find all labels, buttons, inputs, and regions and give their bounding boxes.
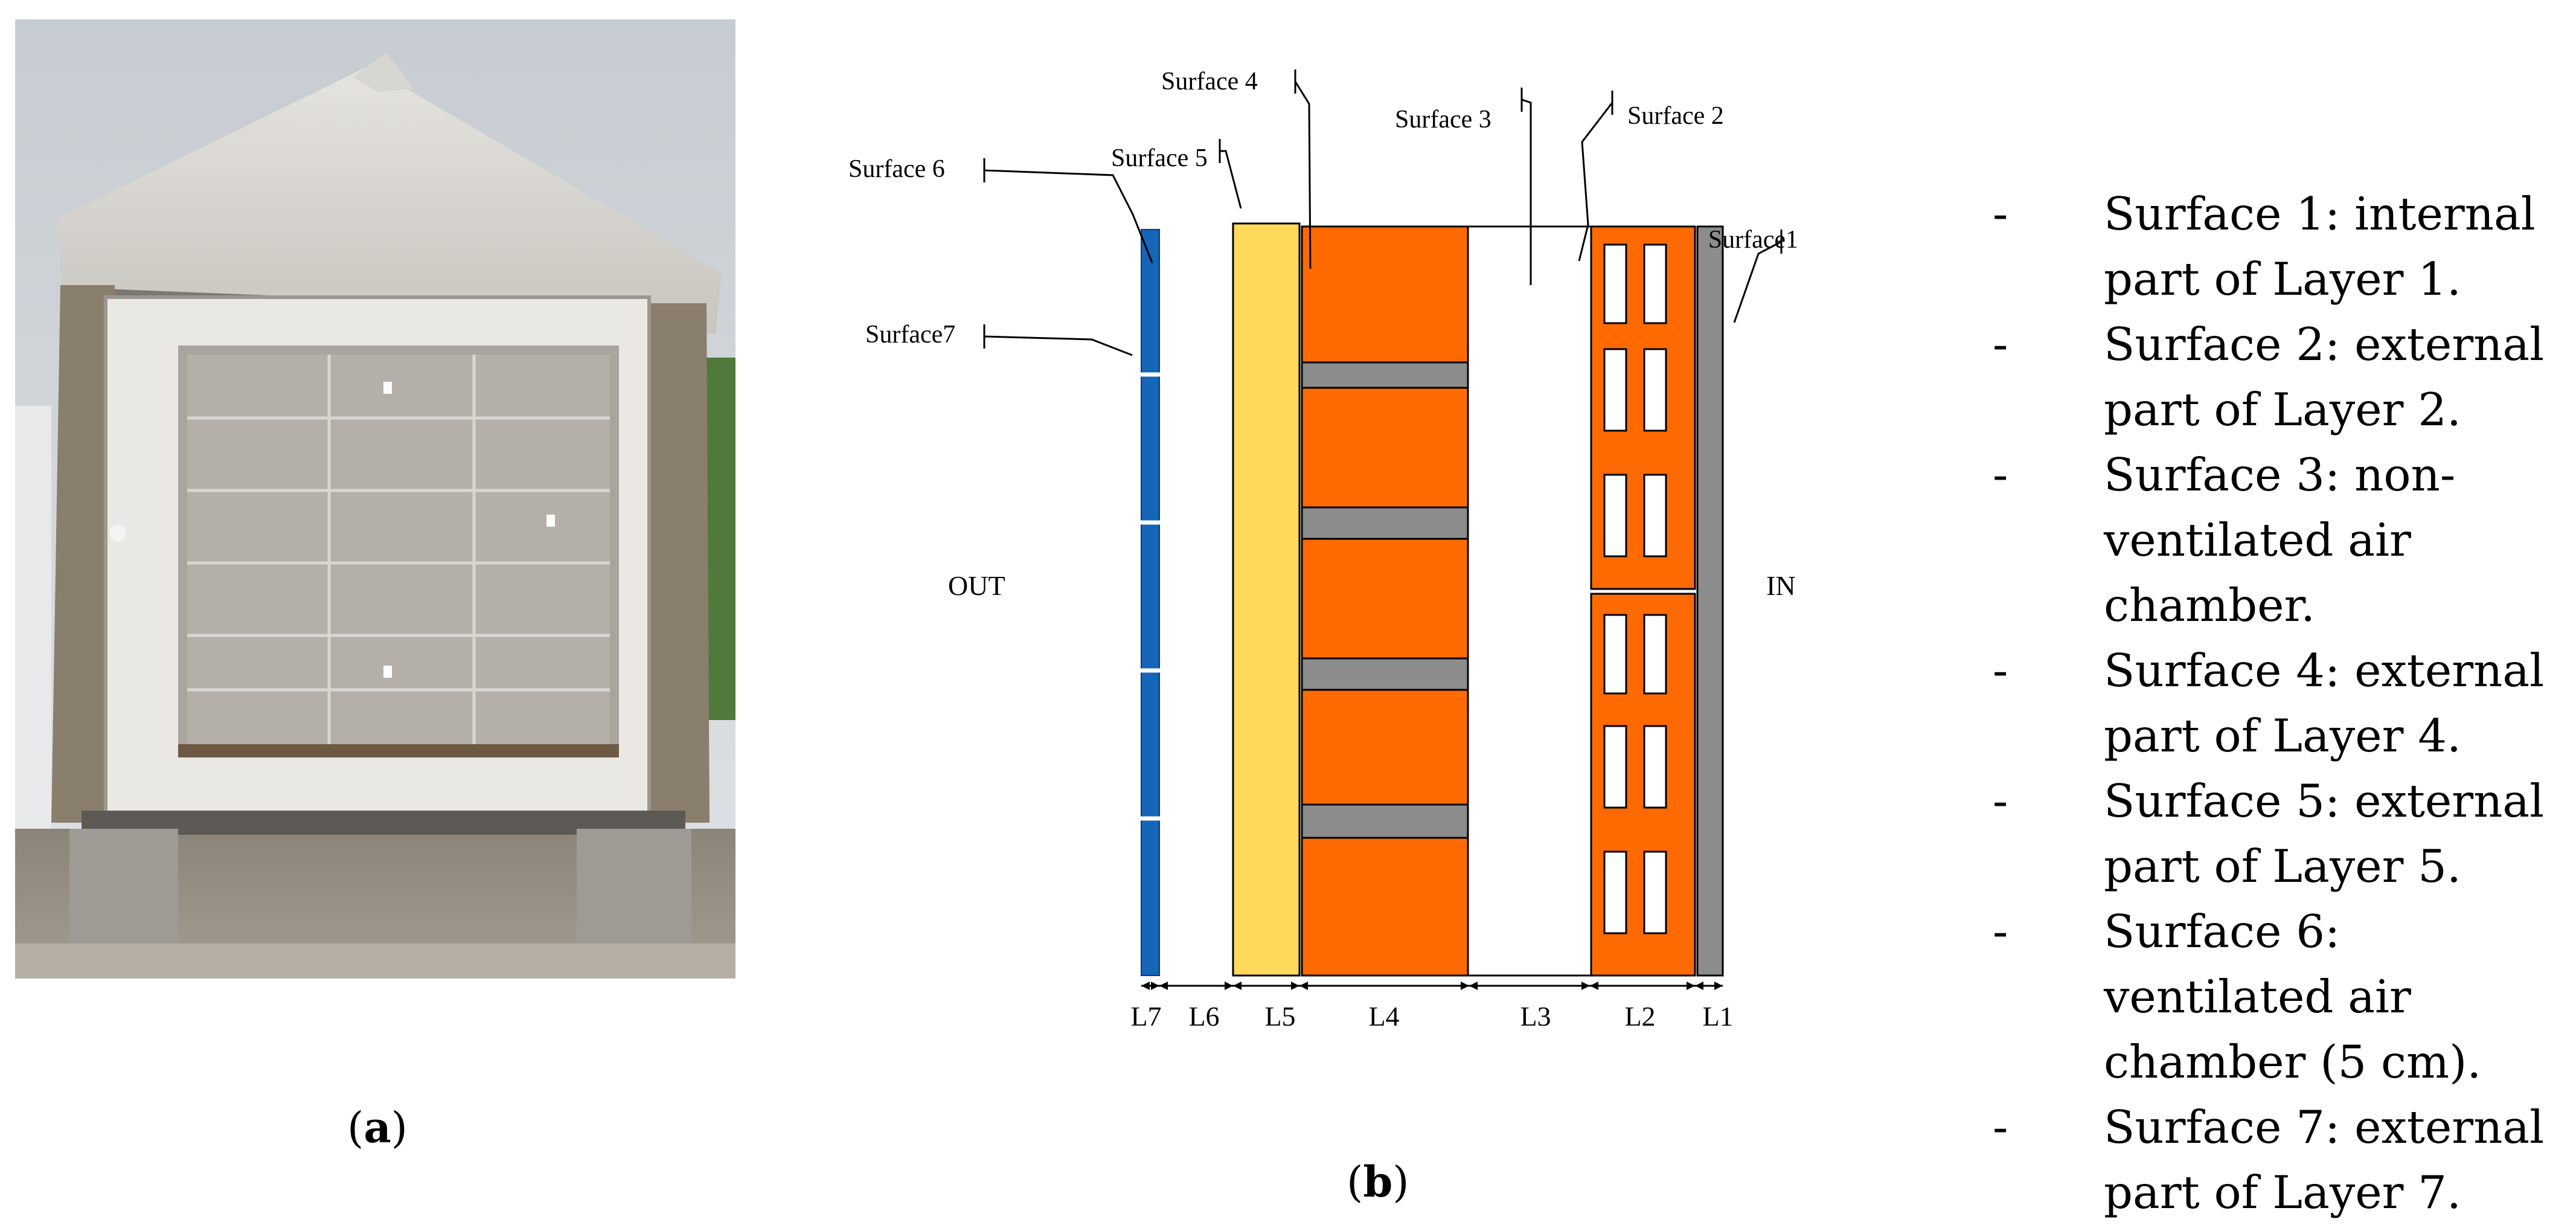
layer-4-mortar-joints	[1301, 361, 1469, 839]
legend-text: Surface 4: external part of Layer 4.	[2104, 644, 2545, 762]
layer-7-cladding	[1141, 229, 1160, 976]
legend-item: - Surface 4: external part of Layer 4.	[1993, 638, 2572, 768]
legend-text: Surface 3: non-ventilated air chamber.	[2104, 448, 2456, 632]
surface-7-label: Surface7	[865, 321, 955, 349]
legend-item: - Surface 2: external part of Layer 2.	[1993, 312, 2572, 442]
layer-label-l3: L3	[1520, 1001, 1551, 1032]
layer-label-l2: L2	[1624, 1001, 1655, 1032]
test-cell-photo	[15, 19, 735, 979]
layer-label-l7: L7	[1130, 1001, 1161, 1032]
surface-1-label: Surface1	[1708, 226, 1798, 254]
caption-b: (b)	[1347, 1157, 1409, 1207]
layer-1-plaster	[1696, 225, 1724, 977]
surface-legend: - Surface 1: internal part of Layer 1. - S…	[1993, 181, 2572, 1225]
legend-dash: -	[1993, 1101, 2008, 1154]
legend-item: - Surface 1: internal part of Layer 1.	[1993, 181, 2572, 312]
legend-dash: -	[1993, 187, 2008, 240]
legend-item: - Surface 5: external part of Layer 5.	[1993, 768, 2572, 899]
legend-item: - Surface 3: non-ventilated air chamber.	[1993, 442, 2572, 638]
legend-dash: -	[1993, 318, 2008, 371]
surface-6-label: Surface 6	[848, 155, 945, 183]
layer-5-insulation	[1232, 222, 1301, 977]
in-label: IN	[1766, 570, 1796, 601]
legend-dash: -	[1993, 905, 2008, 958]
legend-text: Surface 6: ventilated air chamber (5 cm)…	[2104, 905, 2482, 1088]
legend-text: Surface 7: external part of Layer 7.	[2104, 1101, 2545, 1219]
caption-a: (a)	[347, 1102, 408, 1152]
legend-dash: -	[1993, 448, 2008, 501]
surface-3-label: Surface 3	[1395, 106, 1491, 133]
layer-label-l6: L6	[1188, 1001, 1219, 1032]
surface-4-label: Surface 4	[1161, 68, 1258, 95]
legend-item: - Surface 7: external part of Layer 7.	[1993, 1095, 2572, 1225]
layer-label-l1: L1	[1702, 1001, 1733, 1032]
legend-text: Surface 2: external part of Layer 2.	[2104, 318, 2545, 436]
wall-section-diagram: Surface 6 Surface7 Surface 5 Surface 4 S…	[848, 68, 1798, 1032]
layer-label-l5: L5	[1264, 1001, 1295, 1032]
layer-4-block	[1301, 225, 1469, 977]
surface-5-label: Surface 5	[1111, 144, 1208, 172]
legend-dash: -	[1993, 644, 2008, 697]
layer-label-l4: L4	[1368, 1001, 1399, 1032]
legend-text: Surface 5: external part of Layer 5.	[2104, 774, 2545, 893]
legend-item: - Surface 6: ventilated air chamber (5 cm…	[1993, 899, 2572, 1095]
out-label: OUT	[948, 570, 1005, 601]
surface-2-label: Surface 2	[1627, 102, 1724, 130]
legend-dash: -	[1993, 774, 2008, 828]
legend-text: Surface 1: internal part of Layer 1.	[2104, 187, 2536, 306]
